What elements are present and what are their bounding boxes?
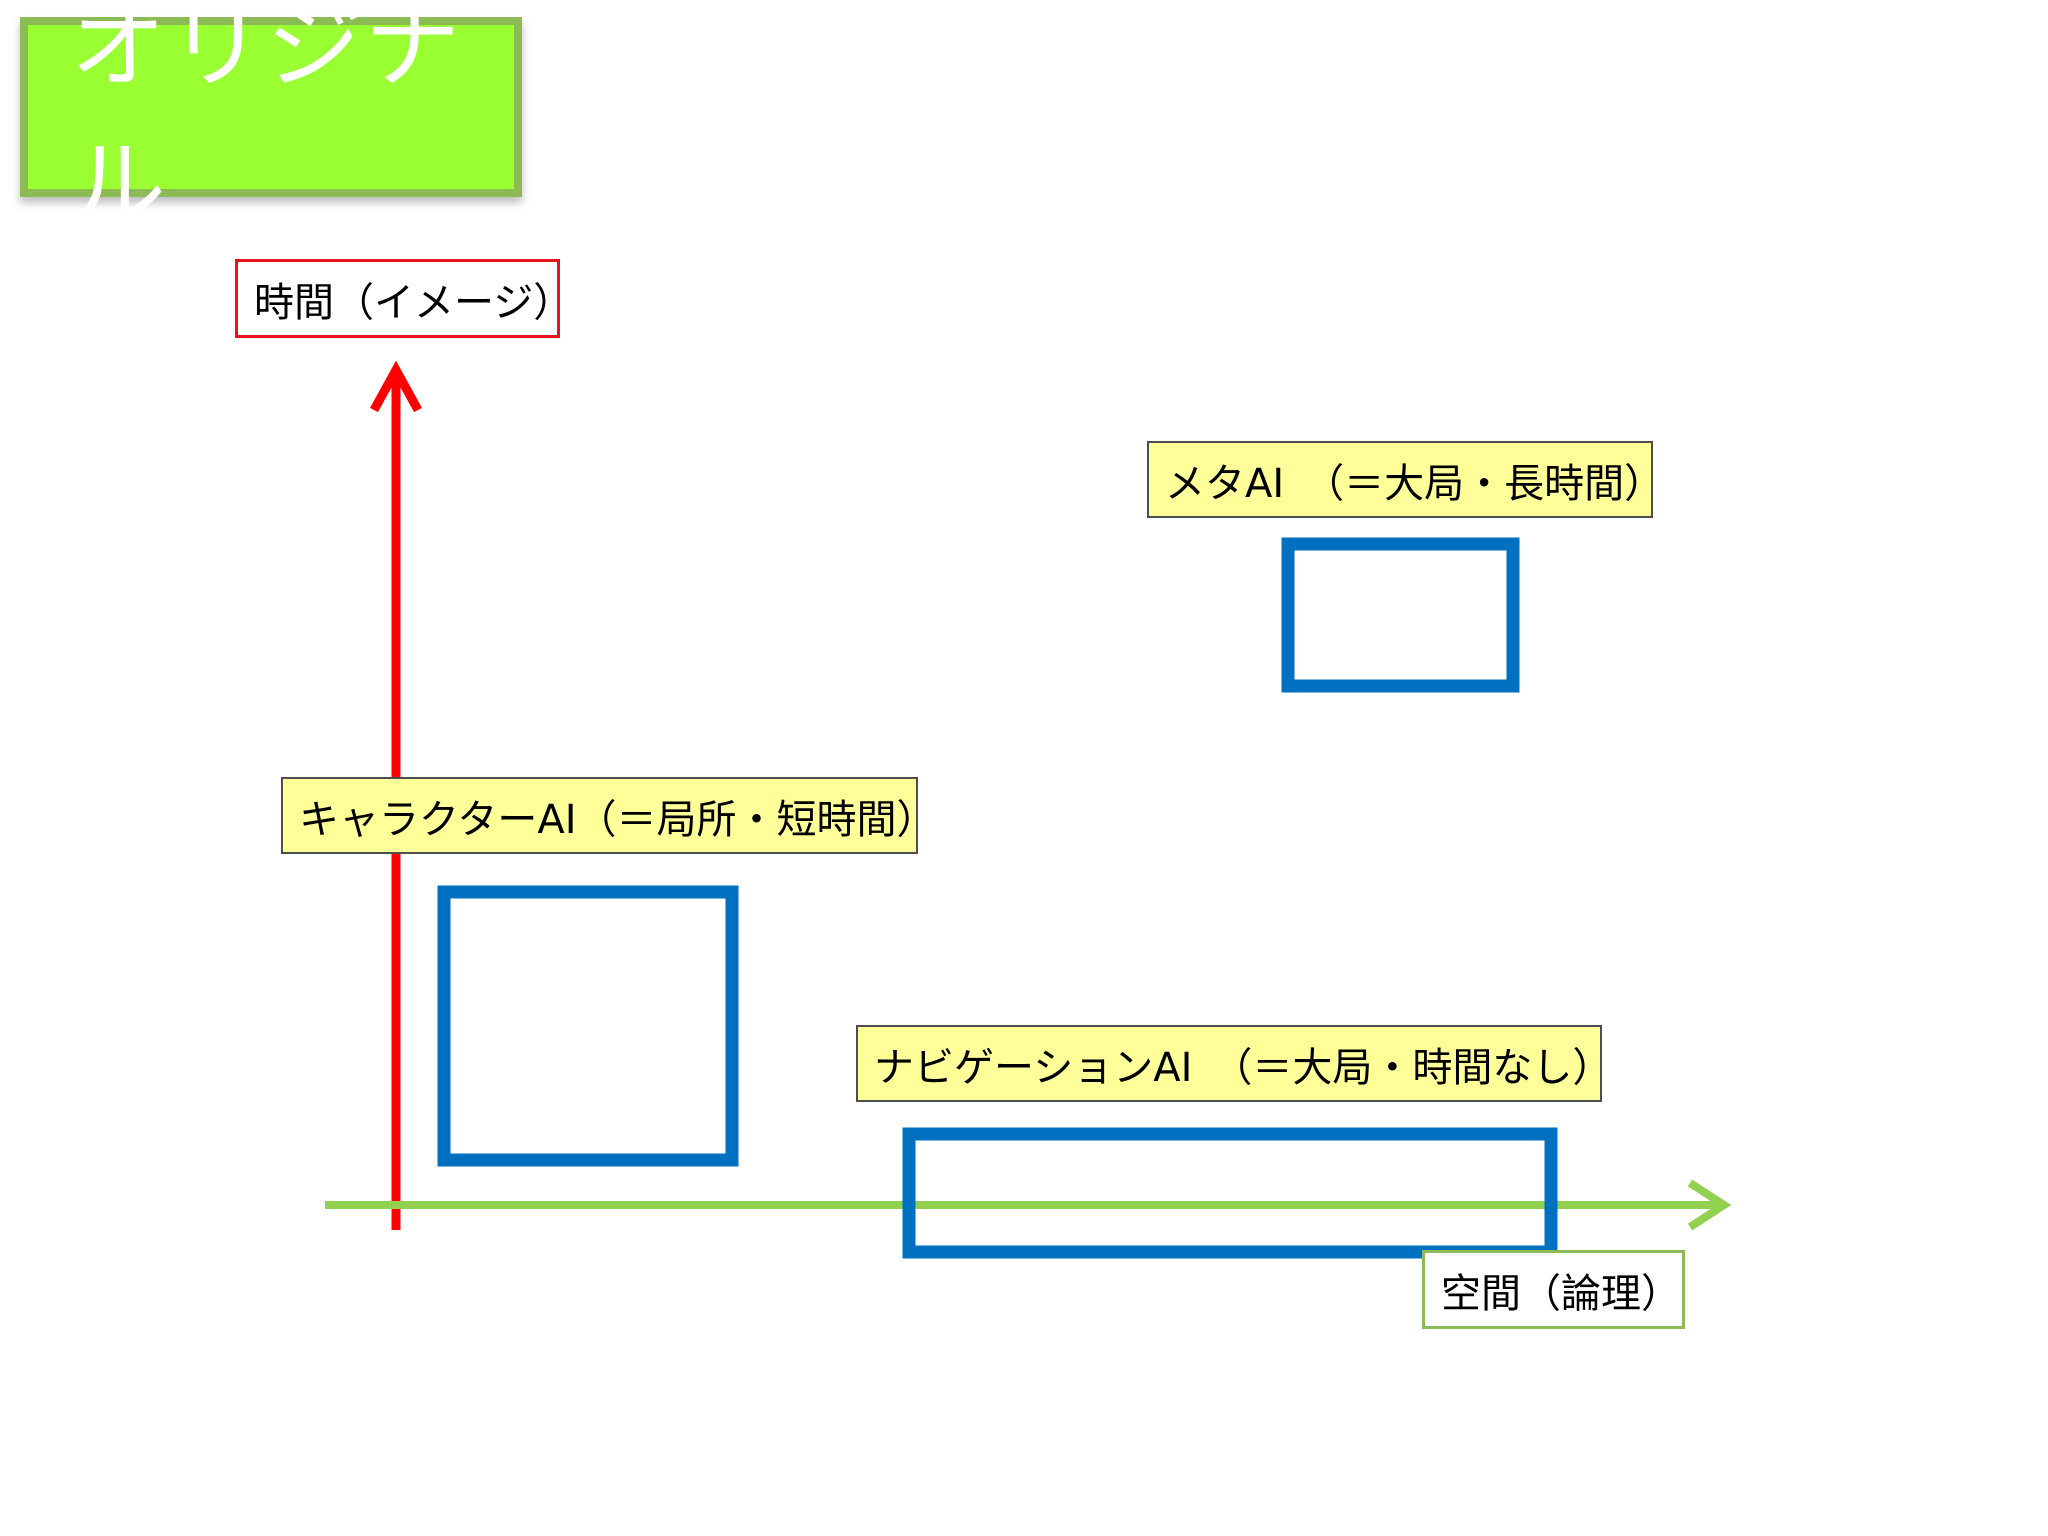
slide-title-text: オリジナル — [70, 0, 462, 241]
space-axis-label: 空間（論理） — [1422, 1250, 1685, 1329]
meta-ai-box — [1281, 537, 1520, 693]
space-axis-arrowhead — [1687, 1179, 1732, 1231]
space-axis-label-text: 空間（論理） — [1441, 1270, 1681, 1317]
meta-ai-label-text: メタAI （＝大局・長時間） — [1165, 460, 1665, 507]
navigation-ai-box — [902, 1127, 1558, 1259]
meta-ai-label: メタAI （＝大局・長時間） — [1147, 441, 1664, 518]
character-ai-box — [437, 885, 739, 1167]
character-ai-label-text: キャラクターAI（＝局所・短時間） — [299, 796, 937, 843]
character-ai-label: キャラクターAI（＝局所・短時間） — [281, 777, 937, 854]
time-axis-arrowhead — [370, 360, 422, 413]
navigation-ai-label-text: ナビゲーションAI （＝大局・時間なし） — [874, 1044, 1613, 1091]
navigation-ai-label: ナビゲーションAI （＝大局・時間なし） — [856, 1025, 1612, 1102]
slide-title: オリジナル — [20, 0, 522, 241]
time-axis-label: 時間（イメージ） — [235, 259, 573, 338]
time-axis-label-text: 時間（イメージ） — [254, 279, 574, 326]
